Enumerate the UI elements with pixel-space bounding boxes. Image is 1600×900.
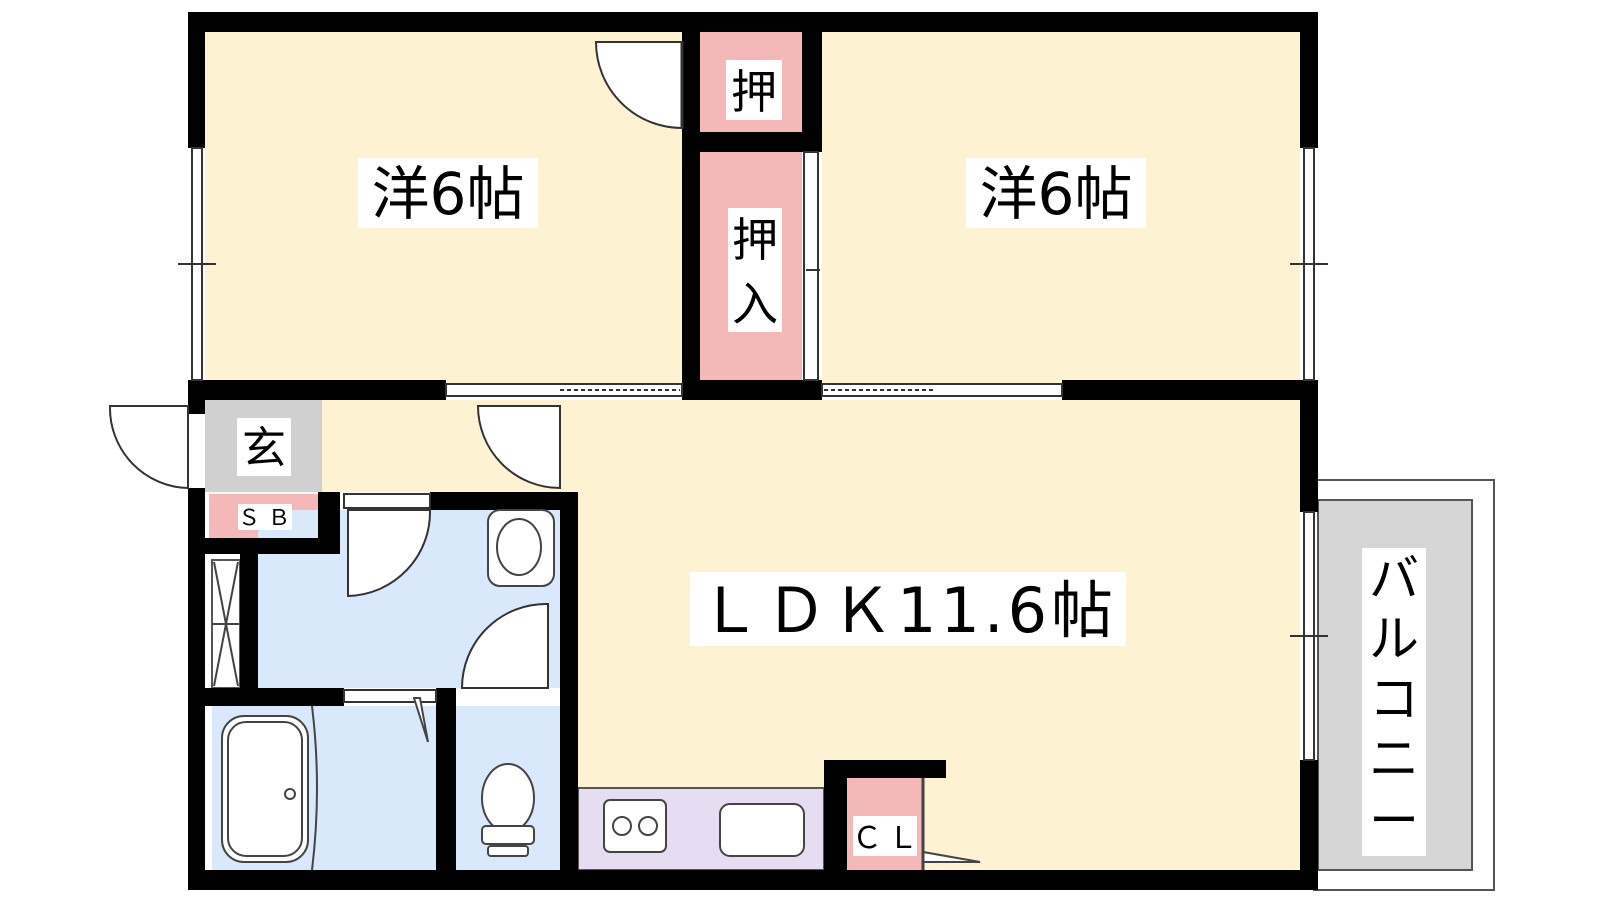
wall-upper-rooms-bottom-right: [1062, 380, 1318, 400]
closet-upper-label: 押: [731, 65, 777, 119]
label-bg-genkan: [237, 418, 291, 476]
balcony-label-char-1: バ: [1369, 550, 1419, 608]
wall-closet-divider: [682, 132, 822, 152]
label-bg-ldk: [690, 572, 1126, 646]
toilet-bowl: [481, 763, 535, 833]
wall-closet-bottom: [682, 380, 822, 400]
wall-closet-left: [682, 12, 700, 400]
room-fills: [205, 32, 1300, 871]
bathtub-inner: [227, 721, 303, 857]
wash-basin-bowl: [496, 518, 542, 576]
label-bg-closet-upper: [726, 60, 782, 120]
balcony-label-char-4: ニ: [1369, 730, 1419, 788]
label-bg-western-left: [358, 158, 538, 228]
sb-door-frame: [343, 493, 431, 509]
stove-burner-left: [612, 816, 632, 836]
wall-wet-right: [560, 492, 578, 870]
wall-sb-bottom: [188, 538, 340, 554]
ldk-label: ＬＤＫ11.6帖: [699, 574, 1117, 647]
wall-storage-right: [240, 554, 258, 688]
balcony-label-bg: [1362, 548, 1426, 856]
stove: [603, 799, 667, 853]
wall-cl-top: [824, 760, 946, 778]
windows: [178, 147, 1328, 761]
label-backgrounds: [237, 60, 1146, 856]
wet-area-door-marker: [412, 697, 429, 743]
doors: [108, 41, 684, 689]
balcony-label-char-2: ル: [1369, 610, 1419, 668]
closet-lower-label-top: 押: [732, 213, 778, 267]
wall-top: [188, 12, 1318, 32]
kitchen-sink: [719, 803, 805, 857]
fixtures: [212, 509, 981, 871]
toilet-tank: [481, 825, 535, 845]
label-bg-western-right: [966, 158, 1146, 228]
closet-cl-label: ＣＬ: [852, 821, 924, 856]
genkan-label: 玄: [242, 423, 286, 474]
shoe-box-label: ＳＢ: [238, 506, 298, 531]
balcony-label-char-3: コ: [1369, 670, 1419, 728]
balcony: [1313, 479, 1495, 891]
wall-right-upper: [1300, 12, 1318, 148]
label-bg-closet-lower: [728, 208, 782, 332]
western-room-right-label: 洋6帖: [980, 160, 1133, 228]
door-entrance: [108, 405, 189, 490]
door-hallway-ldk: [476, 405, 561, 490]
door-washroom: [347, 509, 432, 598]
wall-wet-top: [430, 492, 578, 510]
labels: 洋6帖 洋6帖 ＬＤＫ11.6帖 押 押 入 玄 ＳＢ ＣＬ バ ル コ ニ ー: [238, 65, 1419, 856]
walls: [188, 12, 1318, 890]
bath-wall-curve: [311, 705, 318, 871]
door-left-room: [594, 41, 683, 130]
label-bg-sb: [238, 504, 292, 530]
wall-bottom: [188, 870, 1318, 890]
toilet-tank-lid: [487, 845, 529, 857]
closet-sliding-door: [803, 151, 819, 381]
bathtub-drain: [284, 788, 296, 800]
door-toilet: [460, 602, 549, 689]
wall-right-mid: [1300, 380, 1318, 512]
wall-cl-left: [824, 760, 847, 890]
label-bg-cl: [853, 816, 917, 856]
stove-burner-right: [638, 816, 658, 836]
wall-closet-right: [802, 12, 822, 152]
wall-right-lower: [1300, 760, 1318, 890]
wall-left-upper: [188, 12, 205, 148]
sliding-door-right-room: [821, 383, 1063, 397]
wall-bath-right: [436, 688, 456, 870]
western-room-left-label: 洋6帖: [372, 160, 525, 228]
wall-bath-top: [188, 688, 344, 706]
balcony-label-char-5: ー: [1369, 792, 1419, 850]
closet-lower-label-bottom: 入: [732, 277, 778, 331]
wet-area-sliding-door: [343, 689, 437, 703]
wall-upper-rooms-bottom-left: [188, 380, 446, 400]
